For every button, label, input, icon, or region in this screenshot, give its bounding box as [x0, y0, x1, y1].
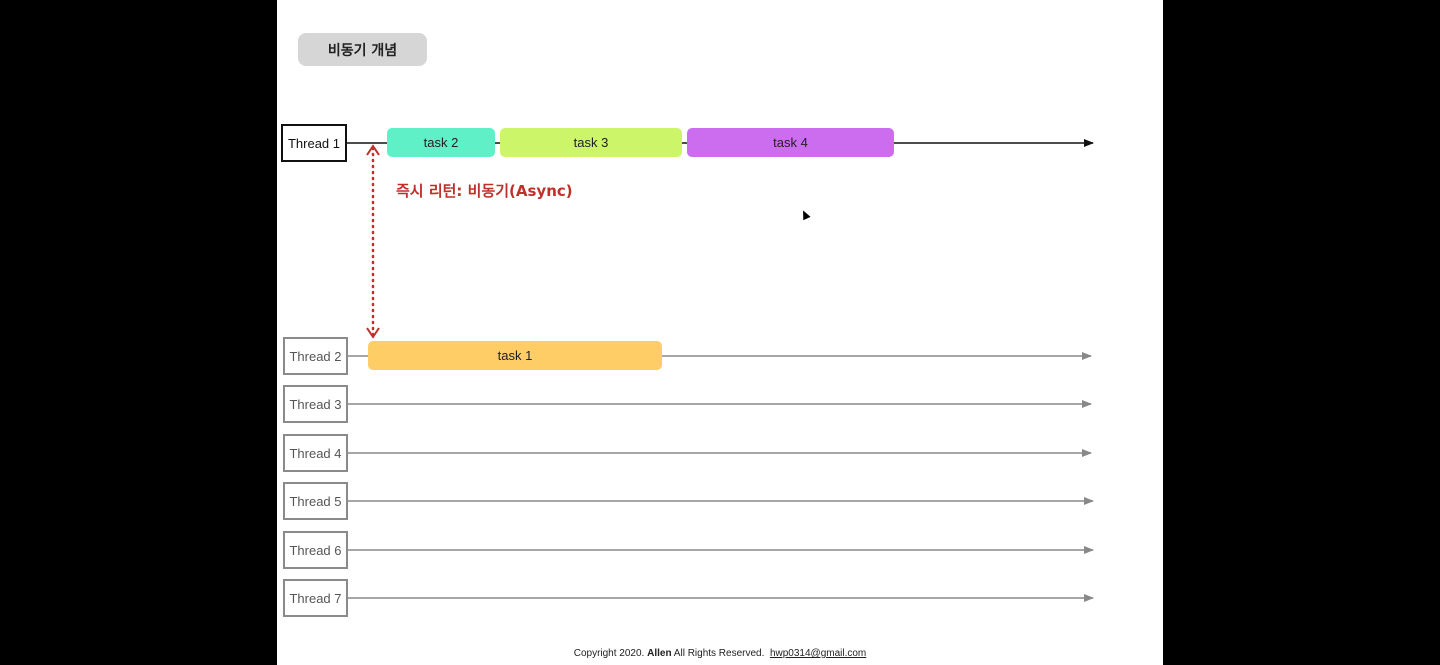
slide: 비동기 개념: [277, 0, 1163, 665]
footer-author: Allen: [647, 648, 672, 659]
footer-email-link[interactable]: hwp0314@gmail.com: [769, 648, 867, 659]
thread-7-box: Thread 7: [283, 579, 348, 617]
thread-5-box: Thread 5: [283, 482, 348, 520]
footer: Copyright 2020. Allen All Rights Reserve…: [277, 648, 1163, 659]
task-1-block: task 1: [368, 341, 662, 370]
timeline-arrows: [346, 139, 1094, 602]
thread-4-box: Thread 4: [283, 434, 348, 472]
thread-2-box: Thread 2: [283, 337, 348, 375]
footer-copyright: Copyright 2020.: [573, 648, 645, 659]
async-arrow-head-up: [366, 144, 380, 156]
thread-6-box: Thread 6: [283, 531, 348, 569]
task-3-block: task 3: [500, 128, 682, 157]
async-arrow-head-down: [366, 327, 380, 339]
footer-rights: All Rights Reserved.: [673, 648, 765, 659]
thread-3-box: Thread 3: [283, 385, 348, 423]
async-return-label: 즉시 리턴: 비동기(Async): [396, 182, 573, 200]
task-4-block: task 4: [687, 128, 894, 157]
task-2-block: task 2: [387, 128, 495, 157]
slide-title: 비동기 개념: [298, 33, 427, 66]
thread-1-box: Thread 1: [281, 124, 347, 162]
